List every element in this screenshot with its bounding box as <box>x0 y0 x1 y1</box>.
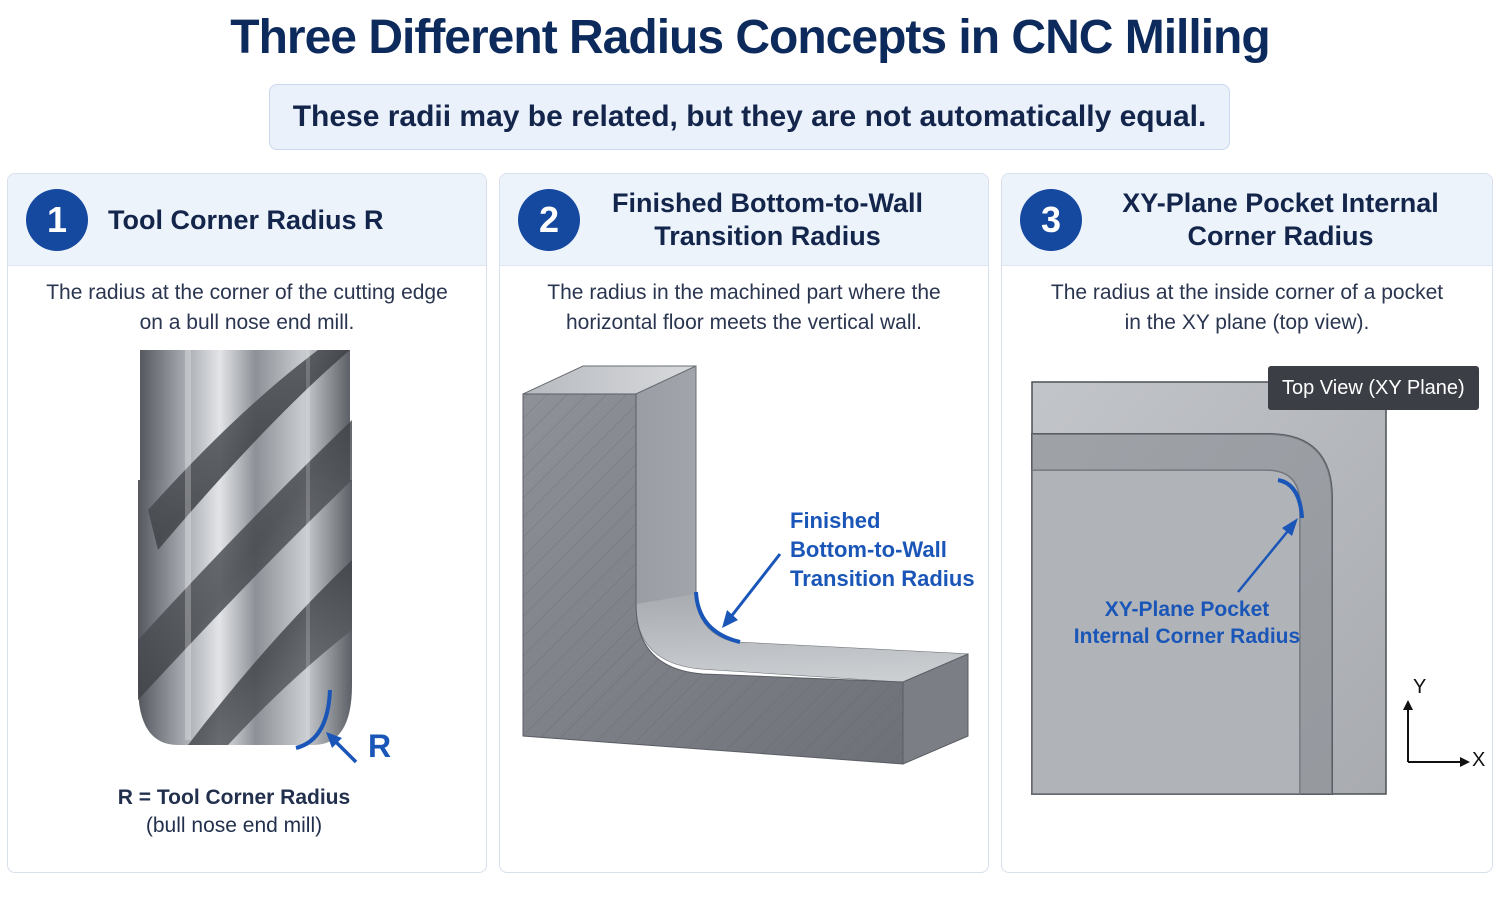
bull-nose-end-mill-illustration <box>138 350 358 764</box>
panel-title: Tool Corner Radius R <box>108 204 384 235</box>
corner-radius-arc <box>295 689 332 750</box>
pocket-corner-arrow <box>1237 525 1293 593</box>
transition-radius-arrow <box>728 553 782 619</box>
subtitle-text: These radii may be related, but they are… <box>292 100 1207 133</box>
pocket-corner-arc <box>1277 478 1304 519</box>
panel-header: 1 Tool Corner Radius R <box>8 174 486 266</box>
pocket-radius-label: XY-Plane Pocket Internal Corner Radius <box>1073 598 1301 648</box>
panel-pocket-corner-radius: 3 XY-Plane Pocket Internal Corner Radius… <box>1001 173 1493 873</box>
subtitle-banner: These radii may be related, but they are… <box>269 84 1230 150</box>
panel-header: 3 XY-Plane Pocket Internal Corner Radius <box>1002 174 1492 266</box>
step-number-badge: 1 <box>26 189 88 251</box>
panel-tool-corner-radius: 1 Tool Corner Radius R The radius at the… <box>7 173 487 873</box>
panel-title: Finished Bottom-to-Wall Transition Radiu… <box>612 188 923 251</box>
radius-label-r: R <box>368 728 392 764</box>
page-title: Three Different Radius Concepts in CNC M… <box>230 11 1270 64</box>
xy-axis-indicator <box>1403 700 1470 767</box>
step-number-badge: 2 <box>518 189 580 251</box>
tool-radius-caption: R = Tool Corner Radius (bull nose end mi… <box>117 786 351 837</box>
panel-description: The radius at the inside corner of a poc… <box>1050 281 1444 334</box>
panel-description: The radius in the machined part where th… <box>547 281 941 334</box>
transition-radius-label: Finished Bottom-to-Wall Transition Radiu… <box>790 508 975 591</box>
panel-title: XY-Plane Pocket Internal Corner Radius <box>1122 188 1439 251</box>
l-shaped-part-illustration <box>522 365 969 765</box>
axis-y-label: Y <box>1413 676 1427 698</box>
axis-x-label: X <box>1472 749 1486 771</box>
transition-radius-arc <box>694 591 741 644</box>
pocket-top-view-illustration <box>1031 381 1387 795</box>
panel-header: 2 Finished Bottom-to-Wall Transition Rad… <box>500 174 988 266</box>
top-view-tag: Top View (XY Plane) <box>1268 366 1479 410</box>
panel-description: The radius at the corner of the cutting … <box>46 281 448 334</box>
step-number-badge: 3 <box>1020 189 1082 251</box>
panel-bottom-to-wall-radius: 2 Finished Bottom-to-Wall Transition Rad… <box>499 173 989 873</box>
